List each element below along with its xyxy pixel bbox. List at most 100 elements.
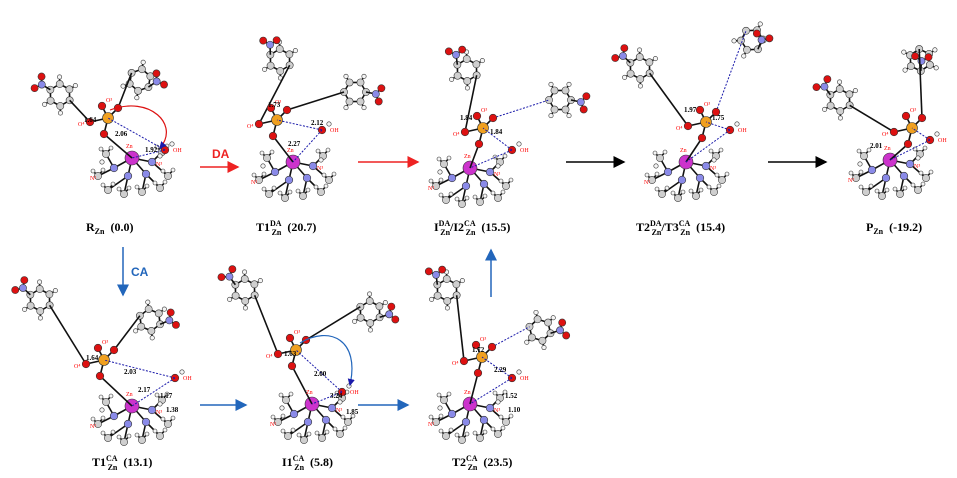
hydrogen-atom — [100, 182, 106, 188]
hydrogen-atom — [498, 414, 504, 420]
hydrogen-atom — [757, 21, 763, 27]
nitrogen-atom — [266, 40, 274, 49]
nitrogen-atom — [663, 167, 673, 177]
hydrogen-atom — [436, 392, 442, 398]
distance-label: 1.97 — [684, 106, 697, 114]
atom-label: Zn — [306, 390, 313, 396]
hydrogen-atom — [170, 167, 176, 173]
hydrogen-atom — [928, 169, 934, 175]
hydrogen-atom — [858, 169, 864, 175]
bond — [649, 72, 689, 127]
hydrogen-atom — [454, 432, 460, 438]
hydrogen-atom — [90, 416, 96, 422]
hydrogen-atom — [910, 182, 916, 188]
hydrogen-atom — [446, 391, 452, 397]
atom-label: OH — [520, 376, 529, 382]
carbon-atom — [144, 305, 153, 313]
hydrogen-atom — [548, 113, 554, 119]
hydrogen-atom — [144, 431, 150, 437]
bond — [305, 306, 361, 341]
hydrogen-atom — [260, 163, 266, 169]
carbon-atom — [906, 62, 915, 71]
hydrogen-atom — [652, 56, 658, 62]
hydrogen-atom — [500, 189, 506, 195]
hydrogen-atom — [134, 432, 140, 438]
oxygen-atom — [85, 117, 95, 127]
hydrogen-atom — [622, 74, 628, 80]
carbon-atom — [240, 275, 249, 283]
carbon-atom — [46, 96, 55, 105]
nitrogen-atom — [147, 157, 157, 167]
hydrogen-atom — [126, 433, 132, 439]
nitrogen-atom — [479, 179, 489, 189]
bond — [117, 72, 133, 109]
hydrogen-atom — [331, 171, 337, 177]
distance-label: 1.73 — [268, 101, 281, 109]
oxygen-atom — [268, 131, 278, 141]
hydrogen-atom — [654, 186, 660, 192]
oxygen-atom — [823, 75, 832, 84]
carbon-atom — [925, 60, 934, 69]
hydrogen-atom — [279, 405, 285, 411]
carbon-atom — [375, 302, 384, 311]
hydrogen-atom — [361, 73, 367, 79]
hydrogen-atom — [902, 185, 908, 191]
oxygen-atom — [377, 84, 386, 93]
oxygen-atom — [611, 54, 620, 62]
bond — [715, 30, 747, 113]
hydrogen-atom — [288, 391, 294, 397]
hydrogen-atom — [448, 191, 454, 197]
distance-label: 2.29 — [494, 366, 507, 374]
hydrogen-atom — [169, 141, 175, 147]
nitrogen-atom — [123, 419, 133, 429]
atom-label: OH — [738, 128, 747, 134]
oxygen-atom — [460, 127, 470, 137]
atom-label: O⁴ — [452, 361, 458, 367]
hydrogen-atom — [741, 53, 747, 59]
bond — [685, 137, 703, 163]
atom-label: O³ — [481, 108, 487, 114]
carbon-atom — [138, 65, 146, 74]
bond — [705, 121, 731, 131]
nitrogen-atom — [152, 77, 161, 86]
hydrogen-atom — [72, 83, 78, 89]
carbon-atom — [626, 69, 635, 78]
distance-label: 1.84 — [490, 128, 503, 136]
hydrogen-atom — [57, 110, 63, 116]
atom-label: Zn — [464, 154, 471, 160]
nitrogen-atom — [141, 417, 151, 427]
ca-pathway-label: CA — [131, 265, 149, 279]
carbon-atom — [836, 107, 845, 115]
oxygen-atom — [273, 349, 283, 359]
distance-label: 1.92 — [145, 146, 158, 154]
hydrogen-atom — [933, 65, 939, 71]
carbon-atom — [656, 154, 664, 162]
nitrogen-atom — [327, 403, 337, 413]
bond — [481, 356, 513, 379]
bond — [291, 365, 313, 405]
oxygen-atom — [81, 359, 91, 369]
hydrogen-atom — [822, 106, 828, 112]
nitrogen-atom — [109, 163, 119, 173]
oxygen-atom — [711, 107, 721, 117]
hydrogen-atom — [22, 306, 28, 312]
svg-text:PZn(-19.2): PZn(-19.2) — [866, 220, 922, 236]
carbon-atom — [299, 192, 307, 200]
nitrogen-atom — [757, 36, 766, 44]
distance-label: 1.85 — [346, 408, 359, 416]
carbon-atom — [275, 45, 284, 53]
hydrogen-atom — [724, 171, 730, 177]
oxygen-atom — [697, 133, 707, 143]
hydrogen-atom — [227, 296, 233, 302]
carbon-atom — [692, 192, 700, 200]
nitrogen-atom — [109, 411, 119, 421]
hydrogen-atom — [162, 179, 168, 185]
nitrogen-atom — [308, 161, 318, 171]
hydrogen-atom — [37, 279, 43, 285]
carbon-atom — [635, 53, 644, 61]
hydrogen-atom — [848, 170, 854, 176]
bond — [107, 117, 166, 151]
hydrogen-atom — [179, 369, 185, 375]
oxygen-atom — [387, 302, 396, 311]
